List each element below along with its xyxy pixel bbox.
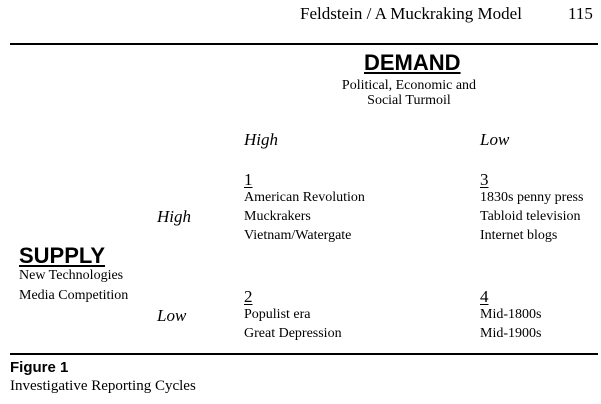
demand-title: DEMAND bbox=[364, 50, 461, 75]
supply-line: New Technologies bbox=[19, 268, 124, 283]
supply-title: SUPPLY bbox=[19, 243, 106, 268]
bottom-rule bbox=[10, 353, 598, 355]
running-head: Feldstein / A Muckraking Model bbox=[300, 4, 522, 23]
cell-1-item: Muckrakers bbox=[244, 209, 311, 224]
supply-line: Media Competition bbox=[19, 288, 129, 303]
cell-4-item: Mid-1800s bbox=[480, 307, 542, 322]
cell-4-number: 4 bbox=[480, 287, 489, 306]
column-heading-high: High bbox=[244, 130, 278, 149]
cell-3-item: 1830s penny press bbox=[480, 190, 584, 205]
cell-3-item: Internet blogs bbox=[480, 228, 558, 243]
cell-2-item: Great Depression bbox=[244, 326, 342, 341]
cell-1-item: Vietnam/Watergate bbox=[244, 228, 352, 243]
cell-2-number: 2 bbox=[244, 287, 253, 306]
cell-3-number: 3 bbox=[480, 170, 489, 189]
cell-4-item: Mid-1900s bbox=[480, 326, 542, 341]
cell-1-item: American Revolution bbox=[244, 190, 365, 205]
cell-2-item: Populist era bbox=[244, 307, 311, 322]
page-number: 115 bbox=[568, 4, 593, 23]
demand-subtitle: Political, Economic and Social Turmoil bbox=[341, 78, 477, 108]
figure-caption: Investigative Reporting Cycles bbox=[10, 378, 196, 394]
row-heading-high: High bbox=[157, 207, 191, 226]
row-heading-low: Low bbox=[157, 306, 187, 325]
cell-1-number: 1 bbox=[244, 170, 253, 189]
figure-label: Figure 1 bbox=[10, 359, 69, 376]
top-rule bbox=[10, 43, 598, 45]
column-heading-low: Low bbox=[480, 130, 510, 149]
cell-3-item: Tabloid television bbox=[480, 209, 581, 224]
